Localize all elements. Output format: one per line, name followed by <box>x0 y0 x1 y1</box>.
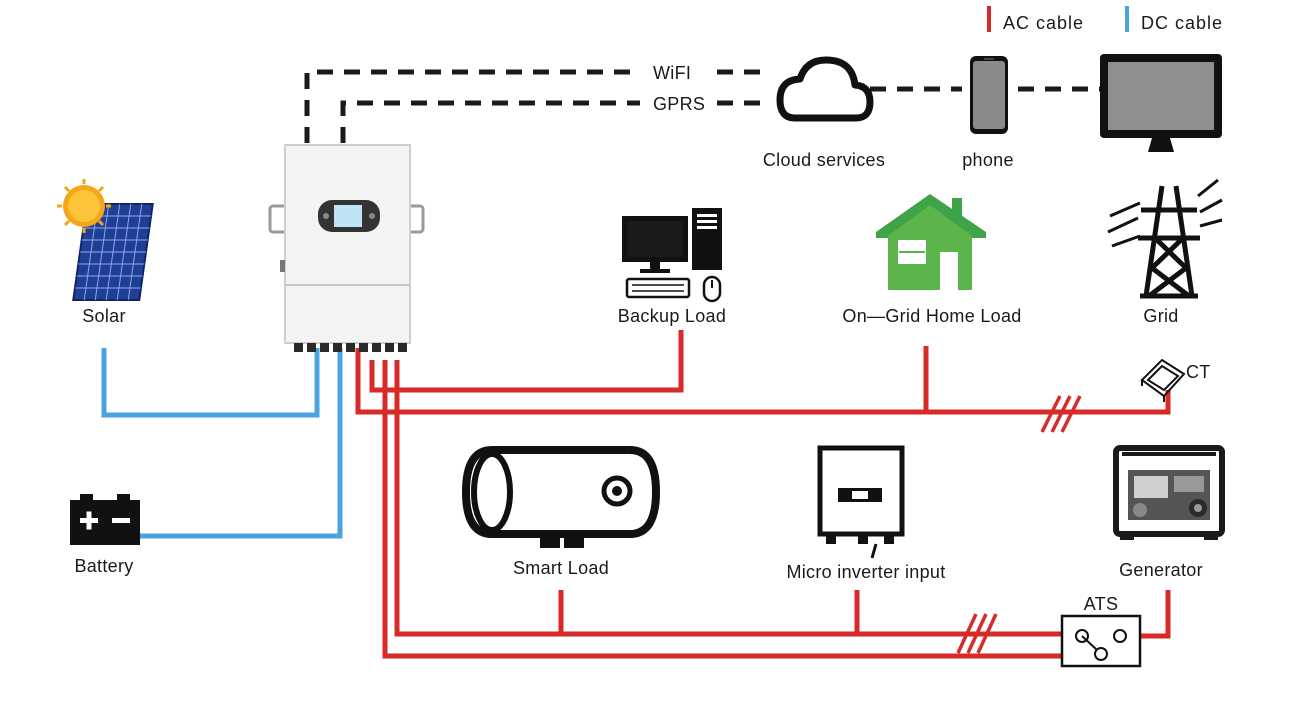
smart-load-label: Smart Load <box>513 558 609 578</box>
micro-inverter-icon <box>817 445 905 559</box>
transfer-switch-icon <box>1060 614 1142 668</box>
three-phase-mark-upper <box>1040 395 1082 433</box>
generator-label: Generator <box>1119 560 1203 580</box>
ac-cable-generator <box>1128 590 1171 639</box>
ac-cable-ats-output <box>382 360 1062 659</box>
solar-panel-with-sun-icon <box>57 179 154 301</box>
communication-lines: WiFI GPRS <box>304 63 1100 143</box>
ats-label: ATS <box>1084 594 1119 614</box>
legend: AC cable DC cable <box>987 6 1223 33</box>
sun-icon <box>57 179 111 233</box>
ac-cable-backup-load <box>369 330 684 393</box>
cloud-label: Cloud services <box>763 150 885 170</box>
battery-icon <box>70 494 140 545</box>
legend-ac-swatch <box>987 6 991 32</box>
transmission-tower-icon <box>1107 178 1223 299</box>
gprs-line <box>340 100 640 143</box>
three-phase-mark-lower <box>956 613 998 654</box>
micro-inverter-label: Micro inverter input <box>786 562 945 582</box>
dc-cable-solar <box>101 348 320 418</box>
wifi-line <box>304 69 640 143</box>
on-grid-load-label: On—Grid Home Load <box>842 306 1021 326</box>
legend-dc-label: DC cable <box>1141 13 1223 33</box>
phone-label: phone <box>962 150 1014 170</box>
backup-load-label: Backup Load <box>618 306 726 326</box>
house-icon <box>876 194 986 290</box>
smartphone-icon <box>970 56 1008 134</box>
legend-dc-swatch <box>1125 6 1129 32</box>
solar-label: Solar <box>82 306 126 326</box>
legend-ac-label: AC cable <box>1003 13 1084 33</box>
cloud-icon <box>776 56 874 122</box>
ac-cables <box>355 330 1171 659</box>
ac-cable-gen-bus <box>394 360 1062 637</box>
hybrid-inverter <box>268 144 425 352</box>
gprs-label: GPRS <box>653 94 705 114</box>
generator-icon <box>1113 445 1225 540</box>
desktop-computer-icon <box>622 208 722 303</box>
current-transformer-icon <box>1140 358 1186 402</box>
ac-cable-grid <box>355 348 1171 415</box>
ct-label: CT <box>1186 362 1211 382</box>
grid-label: Grid <box>1143 306 1178 326</box>
wifi-label: WiFI <box>653 63 691 83</box>
dc-cable-battery <box>140 348 343 539</box>
monitor-icon <box>1100 54 1222 152</box>
water-heater-icon <box>461 446 661 548</box>
dc-cables <box>101 348 343 539</box>
battery-label: Battery <box>74 556 133 576</box>
